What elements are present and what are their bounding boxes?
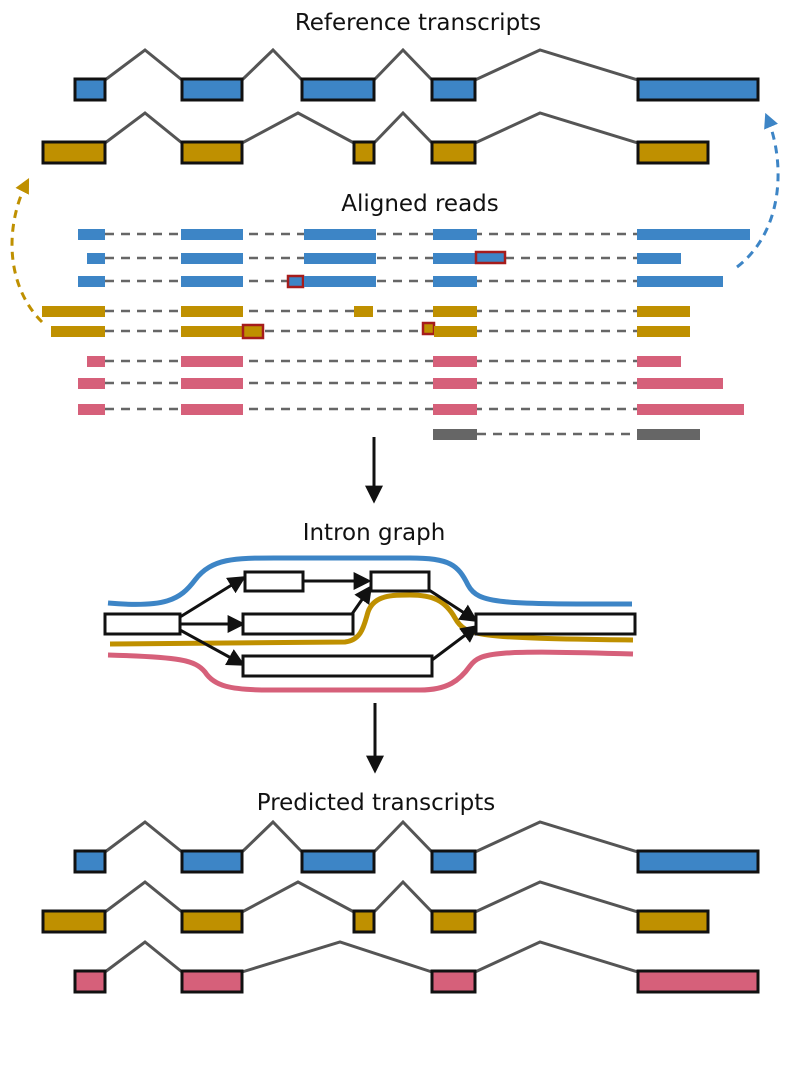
exon <box>430 140 477 165</box>
exon <box>636 909 710 934</box>
reference-title: Reference transcripts <box>295 10 541 36</box>
read-error-marker <box>474 250 507 265</box>
predicted-title: Predicted transcripts <box>257 790 496 816</box>
exon <box>636 969 760 994</box>
exon <box>180 849 244 874</box>
intron-graph <box>103 555 637 693</box>
exon <box>636 140 710 165</box>
exon <box>180 909 244 934</box>
graph-edge <box>179 628 246 666</box>
exon <box>352 909 376 934</box>
exon <box>41 140 107 165</box>
dashed-return-arrow-icon <box>10 177 44 324</box>
predicted-transcript-gold <box>41 879 710 934</box>
graph-node <box>243 570 305 593</box>
dashed-return-arrow-icon <box>736 112 780 269</box>
reference-transcript-gold <box>41 110 710 165</box>
exon <box>300 849 376 874</box>
read-blue <box>87 250 681 265</box>
graph-edge <box>428 588 479 622</box>
predicted-transcript-pink <box>73 940 760 994</box>
exon <box>430 77 477 102</box>
exon <box>73 77 107 102</box>
exon <box>430 849 477 874</box>
exon <box>73 969 107 994</box>
read-pink <box>87 356 681 367</box>
reference-transcript-blue <box>73 47 760 102</box>
exon <box>73 849 107 874</box>
graph-title: Intron graph <box>303 520 446 546</box>
aligned-reads <box>42 229 750 440</box>
path-pink <box>107 649 634 693</box>
graph-edge <box>350 585 373 615</box>
exon <box>430 969 477 994</box>
read-blue <box>78 274 723 289</box>
exon <box>430 909 477 934</box>
graph-edge <box>431 624 479 662</box>
exon <box>41 909 107 934</box>
graph-edge <box>179 576 247 619</box>
path-blue <box>107 555 633 607</box>
read-gold <box>42 306 690 317</box>
exon <box>352 140 376 165</box>
exon <box>300 77 376 102</box>
read-error-marker <box>286 274 305 289</box>
read-gold <box>51 321 690 340</box>
read-gray <box>433 429 700 440</box>
read-pink <box>78 404 744 415</box>
read-error-marker <box>241 323 265 340</box>
graph-node <box>241 612 355 636</box>
exon <box>636 849 760 874</box>
exon <box>180 140 244 165</box>
graph-node <box>369 570 431 593</box>
graph-node <box>474 612 637 636</box>
exon <box>180 77 244 102</box>
graph-node <box>103 612 182 636</box>
read-pink <box>78 378 723 389</box>
exon <box>636 77 760 102</box>
predicted-transcript-blue <box>73 819 760 874</box>
exon <box>180 969 244 994</box>
graph-node <box>241 654 434 678</box>
aligned-title: Aligned reads <box>341 191 499 217</box>
read-error-marker <box>421 321 436 336</box>
read-blue <box>78 229 750 240</box>
